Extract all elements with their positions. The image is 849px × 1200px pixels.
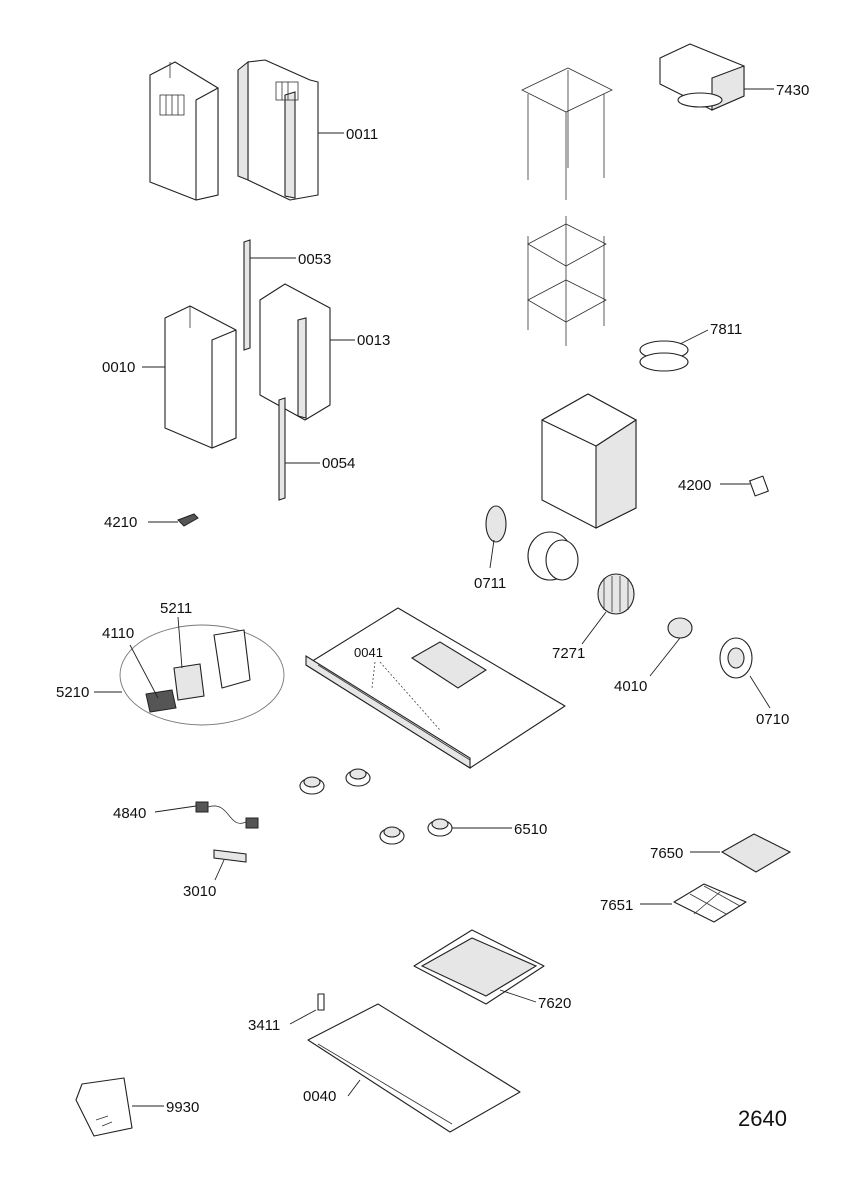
part-0010-chimney-lower-front xyxy=(142,305,237,449)
motor-housing xyxy=(541,393,637,529)
label-6510: 6510 xyxy=(514,821,547,838)
part-0040-bottom-panel xyxy=(307,1003,521,1133)
part-7430-air-outlet xyxy=(659,43,774,111)
label-7651: 7651 xyxy=(600,897,633,914)
label-9930: 9930 xyxy=(166,1099,199,1116)
fan-scroll-housing xyxy=(527,531,579,581)
label-0010: 0010 xyxy=(102,359,135,376)
label-7620: 7620 xyxy=(538,995,571,1012)
part-0054-strip xyxy=(278,397,320,501)
part-0710-inlet-grille xyxy=(719,637,771,709)
part-5210-electronics-group xyxy=(94,616,285,726)
part-7650-carbon-filter xyxy=(690,833,792,873)
label-0054: 0054 xyxy=(322,455,355,472)
part-3411-lamp xyxy=(289,993,325,1025)
label-4110: 4110 xyxy=(102,625,134,642)
label-5211: 5211 xyxy=(160,600,192,617)
label-4200: 4200 xyxy=(678,477,711,494)
part-4010-motor xyxy=(649,617,693,677)
part-0013-chimney-lower-back xyxy=(259,283,355,421)
label-0053: 0053 xyxy=(298,251,331,268)
page-code: 2640 xyxy=(738,1106,787,1131)
part-canopy-hood xyxy=(305,607,566,769)
part-4210-bracket xyxy=(148,513,199,527)
part-0711-inlet-grille xyxy=(485,505,507,569)
part-0011-chimney-upper xyxy=(149,59,344,201)
part-7620-grease-filter xyxy=(413,929,545,1005)
frame-lower xyxy=(527,216,607,346)
label-3010: 3010 xyxy=(183,883,216,900)
part-7271-fan-wheel xyxy=(581,573,635,645)
label-5210: 5210 xyxy=(56,684,89,701)
frame-upper xyxy=(521,67,613,200)
label-0011: 0011 xyxy=(346,126,378,143)
label-0041: 0041 xyxy=(354,645,383,660)
label-4210: 4210 xyxy=(104,514,137,531)
label-0013: 0013 xyxy=(357,332,390,349)
part-7651-filter-frame xyxy=(640,883,747,923)
part-6510-knobs xyxy=(299,768,512,845)
label-3411: 3411 xyxy=(248,1017,280,1034)
label-7650: 7650 xyxy=(650,845,683,862)
part-4840-cable xyxy=(154,801,259,829)
label-4840: 4840 xyxy=(113,805,146,822)
part-3010-switch xyxy=(213,849,247,881)
part-0053-strip xyxy=(243,239,296,351)
part-9930-accessory-bag xyxy=(75,1077,164,1137)
label-0040: 0040 xyxy=(303,1088,336,1105)
label-7811: 7811 xyxy=(710,321,742,338)
part-4200-capacitor xyxy=(720,475,769,497)
label-4010: 4010 xyxy=(614,678,647,695)
label-7271: 7271 xyxy=(552,645,585,662)
label-0710: 0710 xyxy=(756,711,789,728)
part-7811-ring-collar xyxy=(639,329,709,372)
label-7430: 7430 xyxy=(776,82,809,99)
label-0711: 0711 xyxy=(474,575,506,592)
